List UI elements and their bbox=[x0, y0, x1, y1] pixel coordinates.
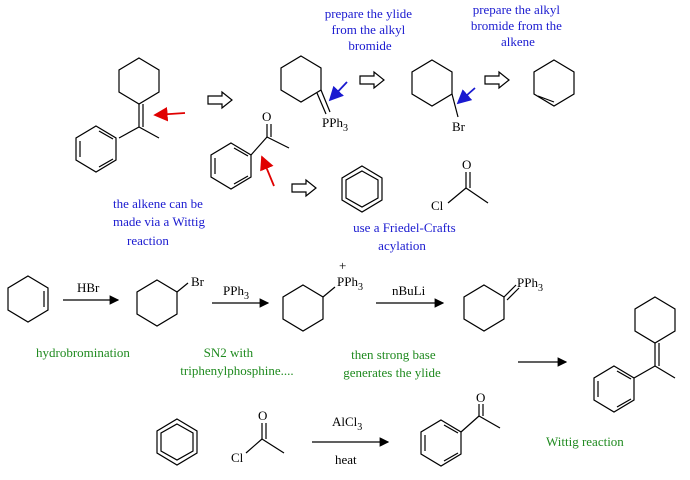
bromide-note: prepare the alkyl bromide from the alken… bbox=[471, 2, 565, 49]
o-acyl-top-label: O bbox=[462, 157, 471, 172]
cl-bottom-label: Cl bbox=[231, 450, 244, 465]
cyclohexene-mid bbox=[7, 275, 49, 323]
sn2-label: SN2 with triphenylphosphine.... bbox=[180, 345, 293, 378]
acetophenone-top bbox=[210, 124, 290, 190]
cyclohexyl-bromide-top bbox=[411, 59, 459, 118]
pph3-top-label: PPh3 bbox=[322, 115, 348, 134]
blue-arrow-ylide bbox=[328, 81, 348, 102]
ylide-top bbox=[280, 55, 331, 115]
acetyl-chloride-bottom bbox=[245, 423, 285, 454]
hydrobromination-label: hydrobromination bbox=[36, 345, 130, 360]
pph3-ylide-label: PPh3 bbox=[517, 275, 543, 294]
benzene-top bbox=[341, 165, 383, 213]
nbuli-label: nBuLi bbox=[392, 283, 426, 298]
pph3-reagent-label: PPh3 bbox=[223, 283, 249, 302]
plus-label: + bbox=[339, 258, 346, 273]
retro-arrow-2 bbox=[359, 70, 385, 90]
hbr-label: HBr bbox=[77, 280, 100, 295]
target-alkene-top bbox=[75, 57, 160, 173]
cyclohexene-top bbox=[533, 59, 575, 107]
cyclohexyl-bromide-mid bbox=[136, 279, 189, 327]
fc-note: use a Friedel-Crafts acylation bbox=[353, 220, 459, 253]
benzene-bottom bbox=[156, 418, 198, 466]
retro-arrow-1 bbox=[207, 90, 233, 110]
ylide-note: prepare the ylide from the alkyl bromide bbox=[325, 6, 416, 53]
red-arrow-alkene bbox=[153, 106, 186, 122]
br-mid-label: Br bbox=[191, 274, 205, 289]
alcl3-label: AlCl3 bbox=[332, 414, 362, 433]
product-alkene bbox=[593, 296, 676, 413]
pph3-mid-label: PPh3 bbox=[337, 274, 363, 293]
ylide-mid bbox=[463, 284, 520, 332]
acetophenone-bottom bbox=[420, 404, 501, 467]
phosphonium-salt bbox=[282, 284, 336, 332]
base-label: then strong base generates the ylide bbox=[343, 347, 441, 380]
wittig-reaction-label: Wittig reaction bbox=[546, 434, 624, 449]
o-top-label: O bbox=[262, 109, 271, 124]
blue-arrow-bromide bbox=[456, 87, 476, 105]
retro-arrow-3 bbox=[484, 70, 510, 90]
wittig-note: the alkene can be made via a Wittig reac… bbox=[113, 196, 208, 248]
retro-arrow-4 bbox=[291, 178, 317, 198]
heat-label: heat bbox=[335, 452, 357, 467]
acetyl-chloride-top bbox=[447, 172, 489, 204]
o-product-label: O bbox=[476, 390, 485, 405]
br-top-label: Br bbox=[452, 119, 466, 134]
red-arrow-ketone bbox=[260, 155, 275, 187]
cl-top-label: Cl bbox=[431, 198, 444, 213]
o-bottom-label: O bbox=[258, 408, 267, 423]
